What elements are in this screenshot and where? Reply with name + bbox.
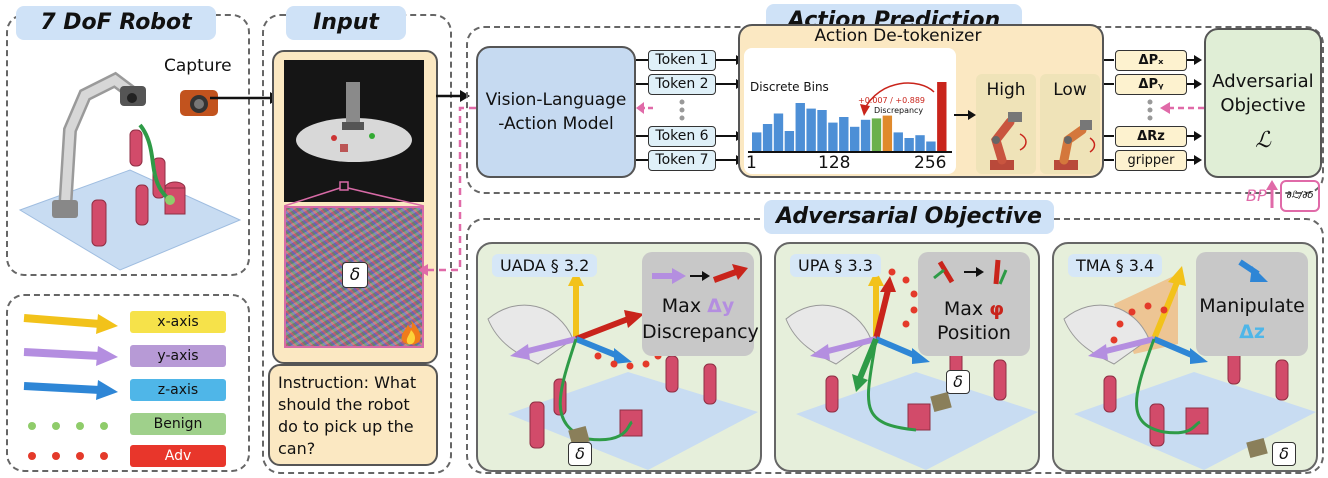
robot-arm-low-icon [1054, 120, 1096, 170]
bin-bar-b18 [937, 82, 947, 152]
detokenizer-title: Action De-tokenizer [814, 26, 982, 46]
bp-arrow [1266, 180, 1278, 208]
bin-bar-b3 [773, 113, 784, 152]
objective-symbol: ℒ [1255, 128, 1271, 153]
bin-bar-b15 [904, 138, 914, 152]
tma-panel: TMA § 3.4 Manipulate Δz δ [1052, 242, 1318, 472]
upa-arrow-icon [933, 259, 1008, 285]
bin-bar-b16 [915, 135, 925, 152]
output-delta-rz: ΔRz [1115, 126, 1187, 147]
tma-scene [1063, 266, 1316, 470]
token-6: Token 6 [648, 126, 716, 147]
capture-label: Capture [164, 56, 232, 76]
bin-bar-b14 [893, 132, 903, 152]
bin-bar-b1 [752, 132, 762, 152]
camera-image [284, 60, 424, 202]
upa-box-line2: Position [937, 322, 1011, 344]
instruction-box: Instruction: What should the robot do to… [268, 364, 438, 466]
tma-objective-box: Manipulate Δz [1196, 252, 1308, 356]
zoom-lines [284, 181, 424, 207]
upa-label: UPA § 3.3 [790, 254, 881, 277]
bin-bar-b10 [850, 126, 860, 152]
legend-y-axis: y-axis [130, 345, 226, 367]
uada-delta-symbol: δ [568, 442, 592, 466]
bins-tick-256: 256 [914, 153, 947, 173]
gradient-label: ∂ℒ/∂δ [1280, 180, 1320, 212]
tma-delta-symbol: δ [1272, 442, 1296, 466]
bin-bar-b11 [860, 119, 871, 152]
bins-chart [748, 82, 952, 153]
vla-model-box: Vision-Language -Action Model [476, 46, 636, 178]
legend-arrows [23, 314, 118, 460]
legend-benign: Benign [130, 413, 226, 435]
token-1: Token 1 [648, 50, 716, 71]
input-to-vla-arrow [436, 90, 470, 102]
bin-bar-b6 [806, 108, 816, 152]
uada-arrow-icon [652, 264, 748, 284]
legend-z-axis: z-axis [130, 379, 226, 401]
bins-tick-128: 128 [818, 153, 851, 173]
bins-tick-1: 1 [746, 153, 757, 173]
legend-x-axis: x-axis [130, 311, 226, 333]
output-connectors [1104, 55, 1202, 165]
objective-gradient-arrow [1160, 102, 1204, 114]
uada-panel: UADA § 3.2 Max Δy Discrepancy δ [476, 242, 762, 472]
robot-scene [18, 71, 242, 271]
output-delta-py: ΔPᵧ [1115, 74, 1187, 95]
tma-box-line1: Manipulate [1199, 295, 1305, 317]
output-delta-px: ΔPₓ [1115, 50, 1187, 71]
upa-delta-symbol: δ [946, 370, 970, 394]
bins-label: Discrete Bins [750, 80, 829, 94]
adversarial-objective-box [1204, 28, 1322, 178]
discrepancy-arrow [860, 82, 935, 116]
legend-adv: Adv [130, 445, 226, 467]
output-gripper: gripper [1115, 150, 1187, 171]
uada-scene [487, 270, 758, 470]
objective-title: Adversarial Objective [1212, 71, 1314, 116]
tma-box-accent: Δz [1239, 321, 1265, 343]
bin-bar-b13 [882, 115, 893, 152]
discrepancy-values: +0.007 / +0.889 [858, 96, 925, 105]
vla-gradient-arrow [636, 102, 656, 114]
uada-objective-box: Max Δy Discrepancy [642, 252, 759, 356]
robot-panel-title: 7 DoF Robot [16, 6, 216, 40]
token-2: Token 2 [648, 74, 716, 95]
bin-bar-b5 [795, 103, 805, 152]
upa-scene [785, 268, 1038, 470]
uada-box-accent: Δy [707, 295, 735, 317]
uada-label: UADA § 3.2 [492, 254, 598, 277]
bin-bar-b9 [839, 117, 849, 152]
bin-bar-b17 [926, 141, 936, 152]
token-7: Token 7 [648, 150, 716, 171]
fire-icon [401, 320, 421, 345]
uada-box-line1: Max [661, 295, 708, 317]
input-panel-title: Input [286, 6, 406, 40]
adversarial-objective-title: Adversarial Objective [764, 200, 1054, 234]
tma-label: TMA § 3.4 [1068, 254, 1163, 277]
high-label: High [986, 80, 1026, 100]
bin-bar-b7 [817, 110, 827, 152]
bin-bar-b2 [762, 124, 773, 152]
upa-box-accent: φ [989, 298, 1005, 320]
z-axis-arrow [23, 382, 101, 394]
gradient-return-path [418, 106, 476, 276]
y-axis-arrow [23, 348, 101, 360]
discrepancy-label: Discrepancy [874, 106, 924, 115]
bin-bar-b8 [828, 122, 838, 152]
bins-to-robot-arrow [954, 110, 976, 120]
x-axis-arrow [23, 314, 101, 328]
delta-symbol: δ [342, 262, 368, 288]
tma-arrow-icon [1238, 259, 1268, 282]
legend-panel [6, 294, 250, 472]
upa-panel: UPA § 3.3 Max φ Position δ [774, 242, 1040, 472]
uada-box-line2: Discrepancy [642, 321, 759, 343]
upa-objective-box: Max φ Position [918, 252, 1030, 356]
bin-bar-b4 [784, 131, 795, 152]
bp-label: BP [1246, 186, 1267, 205]
bin-bar-b12 [871, 118, 882, 152]
low-label: Low [1053, 80, 1087, 100]
upa-box-line1: Max [943, 298, 990, 320]
robot-arm-high-icon [990, 112, 1027, 170]
